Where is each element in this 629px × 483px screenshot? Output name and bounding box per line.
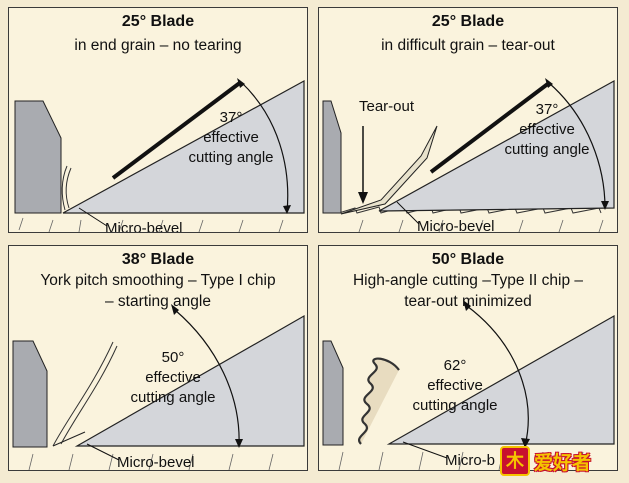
panel-2-illustration (319, 78, 617, 232)
watermark-seal: 木 (500, 446, 530, 476)
panel-subtitle-line-1: High-angle cutting –Type II chip – (352, 272, 584, 289)
angle-value: 50° (161, 349, 185, 366)
angle-arrow-top (237, 78, 245, 88)
angle-arrow (521, 438, 530, 448)
panel-title: 50° Blade (431, 251, 505, 268)
panel-3-illustration (9, 304, 307, 470)
angle-text-2: cutting angle (188, 149, 274, 166)
angle-arrow-top (545, 78, 553, 88)
microbevel-label: Micro-bevel (417, 218, 495, 233)
microbevel-label: Micro-b (445, 452, 496, 469)
angle-label: 50° effective cutting angle (113, 348, 233, 408)
plane-sole (12, 340, 48, 448)
tearout-chip (340, 125, 438, 215)
panel-end-grain: 25° Blade in end grain – no tearing 37° … (8, 7, 308, 233)
plane-sole (322, 340, 344, 446)
microbevel-leader (402, 441, 448, 459)
panel-subtitle-line-2: tear-out minimized (404, 293, 532, 310)
grain-lines (28, 453, 274, 470)
angle-text-2: cutting angle (130, 389, 216, 406)
panel-subtitle: in end grain – no tearing (74, 37, 242, 54)
panel-title: 25° Blade (431, 13, 505, 30)
angle-text-2: cutting angle (504, 141, 590, 158)
microbevel-label: Micro-bevel (105, 220, 183, 233)
panel-difficult-grain: 25° Blade in difficult grain – tear-out … (318, 7, 618, 233)
plane-sole (322, 100, 342, 214)
panel-subtitle-line-2: – starting angle (105, 293, 211, 310)
tearout-label: Tear-out (359, 98, 415, 115)
angle-text-2: cutting angle (412, 397, 498, 414)
angle-arrow (235, 439, 243, 448)
angle-arc (548, 82, 606, 209)
angle-arrow (283, 205, 291, 214)
angle-label: 37° effective cutting angle (171, 108, 291, 168)
angle-value: 37° (219, 109, 243, 126)
microbevel-leader (78, 207, 108, 227)
angle-arrow-top (171, 304, 179, 315)
angle-value: 37° (535, 101, 559, 118)
angle-label: 37° effective cutting angle (487, 100, 607, 160)
microbevel-leader (396, 201, 420, 225)
watermark-text: 爱好者 (534, 452, 592, 474)
angle-label: 62° effective cutting angle (395, 356, 515, 416)
angle-text-1: effective (145, 369, 201, 386)
blade-edge-line (111, 80, 243, 180)
chip-tip (52, 431, 86, 447)
angle-text-1: effective (519, 121, 575, 138)
shaving (61, 165, 72, 211)
grain-lines (358, 219, 604, 232)
tearout-arrowhead (358, 192, 368, 204)
plane-sole (14, 100, 62, 214)
angle-arc (466, 305, 529, 447)
angle-text-1: effective (427, 377, 483, 394)
chip-crumpled (358, 357, 400, 445)
angle-arrow-top (463, 300, 471, 311)
angle-arc (240, 81, 289, 213)
grain-lines (18, 217, 284, 232)
panel-high-angle: 50° Blade High-angle cutting –Type II ch… (318, 245, 618, 471)
panel-title: 38° Blade (121, 251, 195, 268)
blade (386, 314, 615, 445)
panel-title: 25° Blade (121, 13, 195, 30)
blade (378, 79, 615, 212)
workpiece (9, 214, 307, 232)
blade-edge-line (429, 81, 551, 174)
watermark-logo: 木 爱好者 (500, 444, 622, 478)
angle-arc (174, 309, 240, 447)
panel-subtitle-line-1: York pitch smoothing – Type I chip (40, 272, 276, 289)
angle-arrow (601, 201, 609, 210)
workpiece (319, 446, 617, 470)
blade (74, 314, 305, 447)
workpiece (9, 448, 307, 470)
panel-subtitle: in difficult grain – tear-out (381, 37, 555, 54)
panel-1-illustration (9, 78, 307, 232)
blade (62, 79, 305, 214)
workpiece (319, 214, 617, 232)
panel-york-pitch: 38° Blade York pitch smoothing – Type I … (8, 245, 308, 471)
angle-value: 62° (443, 357, 467, 374)
torn-grain (338, 205, 602, 214)
angle-text-1: effective (203, 129, 259, 146)
microbevel-leader (86, 443, 120, 461)
chip-curl (52, 341, 118, 447)
panel-4-illustration (319, 300, 617, 470)
microbevel-label: Micro-bevel (117, 454, 195, 471)
